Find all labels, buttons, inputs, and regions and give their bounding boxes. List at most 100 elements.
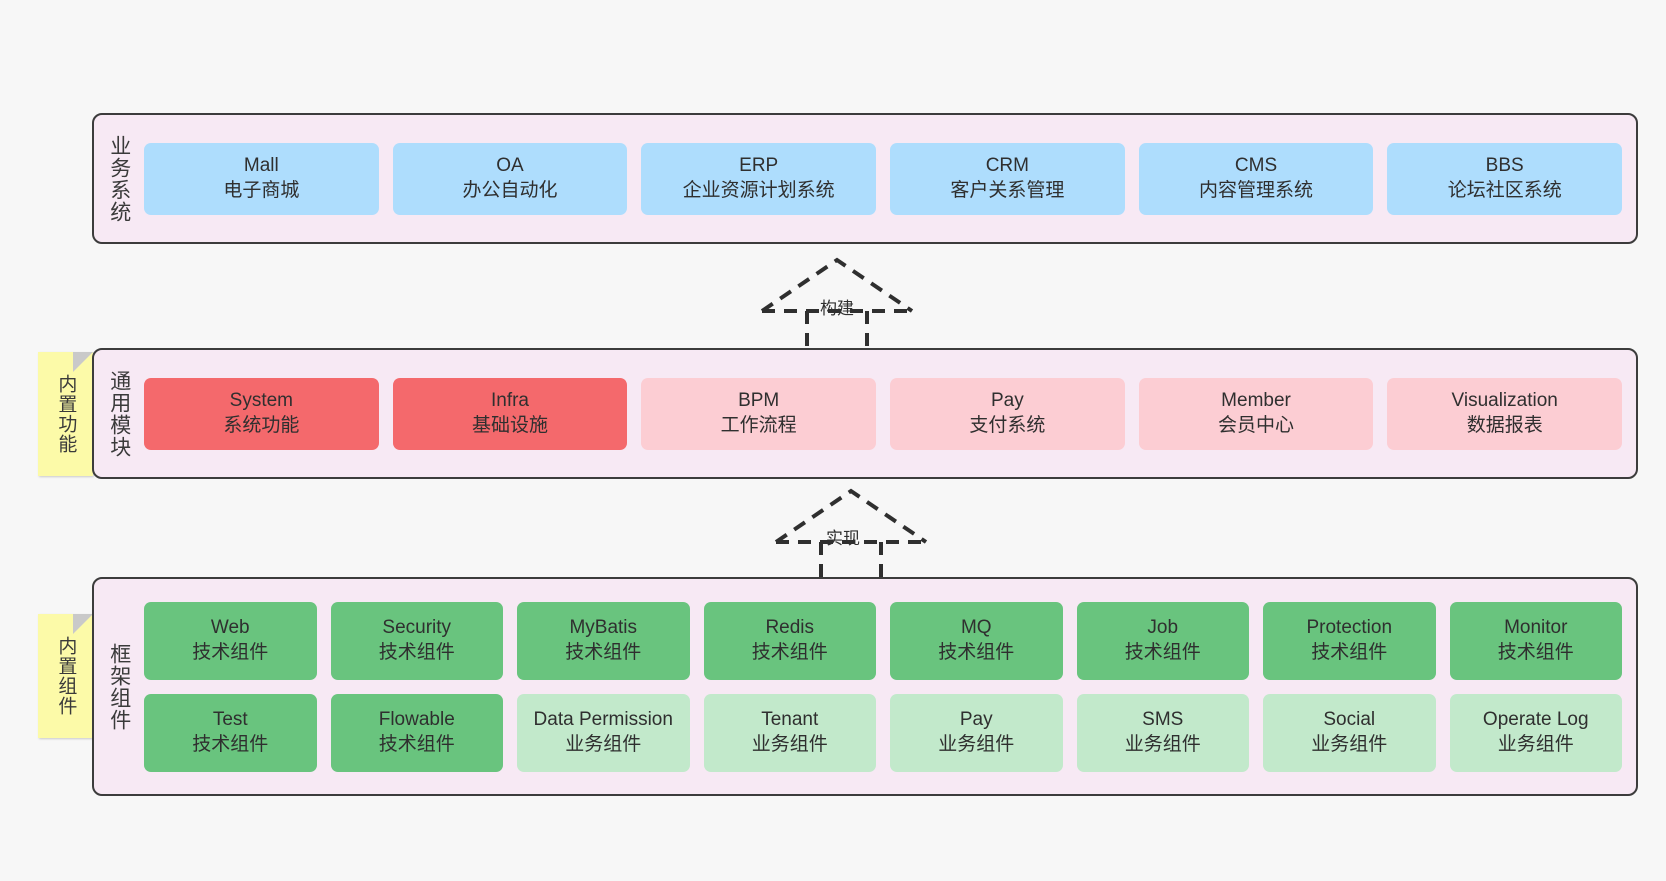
card-row: System 系统功能 Infra 基础设施 BPM 工作流程 Pay 支付系统… — [144, 377, 1623, 450]
layer-title-business: 业务系统 — [107, 134, 131, 223]
card-name: Member — [1221, 389, 1291, 411]
card-desc: 论坛社区系统 — [1447, 179, 1562, 201]
card-name: Flowable — [378, 708, 455, 730]
card-desc: 基础设施 — [472, 414, 549, 436]
sticky-note-builtin-features: 内置功能 — [38, 352, 93, 476]
card-flowable[interactable]: Flowable 技术组件 — [330, 693, 503, 772]
card-name: Security — [382, 616, 452, 638]
sticky-note-builtin-components: 内置组件 — [38, 614, 93, 738]
card-operate-log[interactable]: Operate Log 业务组件 — [1449, 693, 1622, 772]
card-erp[interactable]: ERP 企业资源计划系统 — [641, 142, 877, 215]
layer-title-common: 通用模块 — [107, 369, 131, 458]
card-name: Mall — [243, 154, 279, 176]
card-desc: 客户关系管理 — [950, 179, 1065, 201]
layer-body-framework: Web 技术组件 Security 技术组件 MyBatis 技术组件 Redi… — [144, 579, 1636, 794]
card-name: Visualization — [1451, 389, 1558, 411]
card-name: MQ — [960, 616, 992, 638]
card-name: Web — [210, 616, 250, 638]
card-member[interactable]: Member 会员中心 — [1138, 377, 1374, 450]
card-name: Social — [1323, 708, 1376, 730]
card-cms[interactable]: CMS 内容管理系统 — [1138, 142, 1374, 215]
card-desc: 业务组件 — [751, 733, 828, 755]
card-desc: 技术组件 — [1124, 641, 1201, 663]
card-oa[interactable]: OA 办公自动化 — [392, 142, 628, 215]
card-name: BPM — [738, 389, 780, 411]
connector-build-label: 构建 — [820, 299, 854, 318]
card-name: MyBatis — [569, 616, 638, 638]
card-name: Infra — [490, 389, 530, 411]
card-system[interactable]: System 系统功能 — [144, 377, 379, 450]
card-pay-business[interactable]: Pay 业务组件 — [890, 693, 1063, 772]
card-crm[interactable]: CRM 客户关系管理 — [890, 142, 1125, 215]
card-name: ERP — [739, 154, 779, 176]
card-desc: 企业资源计划系统 — [682, 179, 835, 201]
card-name: Pay — [990, 389, 1024, 411]
card-desc: 技术组件 — [565, 641, 642, 663]
card-desc: 办公自动化 — [462, 179, 558, 201]
card-redis[interactable]: Redis 技术组件 — [703, 601, 876, 680]
layer-body-business: Mall 电子商城 OA 办公自动化 ERP 企业资源计划系统 CRM 客户关系… — [144, 115, 1636, 242]
card-data-permission[interactable]: Data Permission 业务组件 — [517, 693, 690, 772]
card-name: Tenant — [761, 708, 819, 730]
card-security[interactable]: Security 技术组件 — [330, 601, 503, 680]
layer-framework-components[interactable]: 框架组件 Web 技术组件 Security 技术组件 MyBatis 技术组件… — [92, 577, 1638, 796]
card-pay[interactable]: Pay 支付系统 — [890, 377, 1125, 450]
card-desc: 电子商城 — [223, 179, 300, 201]
card-desc: 工作流程 — [720, 414, 797, 436]
card-name: CMS — [1234, 154, 1278, 176]
card-desc: 技术组件 — [938, 641, 1015, 663]
card-desc: 业务组件 — [1124, 733, 1201, 755]
card-name: Operate Log — [1482, 708, 1589, 730]
card-desc: 技术组件 — [751, 641, 828, 663]
layer-business-system[interactable]: 业务系统 Mall 电子商城 OA 办公自动化 ERP 企业资源计划系统 CRM… — [92, 113, 1638, 244]
card-name: Monitor — [1504, 616, 1568, 638]
card-name: Protection — [1306, 616, 1393, 638]
card-desc: 业务组件 — [565, 733, 642, 755]
card-desc: 技术组件 — [1311, 641, 1388, 663]
card-desc: 技术组件 — [1497, 641, 1574, 663]
card-row: Test 技术组件 Flowable 技术组件 Data Permission … — [144, 693, 1622, 772]
card-tenant[interactable]: Tenant 业务组件 — [703, 693, 876, 772]
card-name: SMS — [1142, 708, 1184, 730]
card-desc: 技术组件 — [192, 641, 269, 663]
card-bbs[interactable]: BBS 论坛社区系统 — [1387, 142, 1623, 215]
card-name: System — [229, 389, 294, 411]
card-desc: 技术组件 — [378, 641, 455, 663]
card-name: CRM — [985, 154, 1029, 176]
card-desc: 系统功能 — [223, 414, 300, 436]
card-desc: 业务组件 — [938, 733, 1015, 755]
card-name: Pay — [959, 708, 993, 730]
card-job[interactable]: Job 技术组件 — [1076, 601, 1249, 680]
card-sms[interactable]: SMS 业务组件 — [1076, 693, 1249, 772]
card-desc: 技术组件 — [192, 733, 269, 755]
layer-title-framework: 框架组件 — [107, 642, 131, 731]
card-desc: 技术组件 — [378, 733, 455, 755]
card-monitor[interactable]: Monitor 技术组件 — [1449, 601, 1622, 680]
card-desc: 会员中心 — [1218, 414, 1295, 436]
card-infra[interactable]: Infra 基础设施 — [392, 377, 628, 450]
card-desc: 支付系统 — [969, 414, 1046, 436]
card-desc: 业务组件 — [1497, 733, 1574, 755]
card-web[interactable]: Web 技术组件 — [144, 601, 317, 680]
card-mybatis[interactable]: MyBatis 技术组件 — [517, 601, 690, 680]
card-name: OA — [496, 154, 524, 176]
layer-body-common: System 系统功能 Infra 基础设施 BPM 工作流程 Pay 支付系统… — [144, 350, 1636, 477]
card-name: Job — [1147, 616, 1179, 638]
card-row: Mall 电子商城 OA 办公自动化 ERP 企业资源计划系统 CRM 客户关系… — [144, 142, 1623, 215]
card-protection[interactable]: Protection 技术组件 — [1263, 601, 1436, 680]
card-name: Redis — [765, 616, 815, 638]
card-name: Test — [212, 708, 248, 730]
card-desc: 内容管理系统 — [1199, 179, 1314, 201]
layer-common-modules[interactable]: 通用模块 System 系统功能 Infra 基础设施 BPM 工作流程 Pay… — [92, 348, 1638, 479]
card-mall[interactable]: Mall 电子商城 — [144, 142, 379, 215]
card-desc: 数据报表 — [1466, 414, 1543, 436]
connector-implement-label: 实现 — [826, 529, 860, 548]
card-mq[interactable]: MQ 技术组件 — [890, 601, 1063, 680]
card-bpm[interactable]: BPM 工作流程 — [641, 377, 877, 450]
card-social[interactable]: Social 业务组件 — [1263, 693, 1436, 772]
card-desc: 业务组件 — [1311, 733, 1388, 755]
card-visualization[interactable]: Visualization 数据报表 — [1387, 377, 1623, 450]
card-name: BBS — [1485, 154, 1524, 176]
card-test[interactable]: Test 技术组件 — [144, 693, 317, 772]
card-row: Web 技术组件 Security 技术组件 MyBatis 技术组件 Redi… — [144, 601, 1622, 680]
